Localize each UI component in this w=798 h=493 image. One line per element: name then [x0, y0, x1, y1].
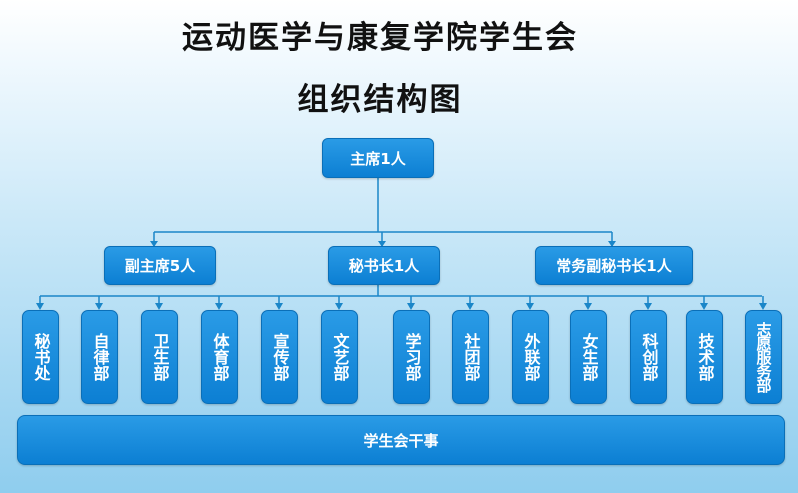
arrow-head [95, 303, 103, 310]
node-department: 文艺部 [321, 310, 358, 404]
node-department: 女生部 [570, 310, 607, 404]
node-department: 技术部 [686, 310, 723, 404]
arrow-head [378, 241, 386, 247]
node-chair: 主席1人 [322, 138, 434, 178]
arrow-head [215, 303, 223, 310]
node-department: 宣传部 [261, 310, 298, 404]
node-department: 秘书处 [22, 310, 59, 404]
node-department: 社团部 [452, 310, 489, 404]
node-department: 自律部 [81, 310, 118, 404]
arrow-head [407, 303, 415, 310]
arrow-head [608, 241, 616, 247]
arrow-head [335, 303, 343, 310]
node-department: 学习部 [393, 310, 430, 404]
node-student-officers: 学生会干事 [17, 415, 785, 465]
node-department: 科创部 [630, 310, 667, 404]
arrow-head [584, 303, 592, 310]
arrow-head [155, 303, 163, 310]
chart-subtitle: 组织结构图 [297, 82, 463, 118]
connector-arrows [36, 241, 767, 310]
node-deputy-secretary: 常务副秘书长1人 [535, 246, 693, 285]
arrow-head [759, 303, 767, 310]
node-department: 外联部 [512, 310, 549, 404]
node-department: 志愿服务部 [745, 310, 782, 404]
arrow-head [150, 241, 158, 247]
arrow-head [700, 303, 708, 310]
arrow-head [526, 303, 534, 310]
arrow-head [466, 303, 474, 310]
arrow-head [36, 303, 44, 310]
node-vice-chair: 副主席5人 [104, 246, 216, 285]
node-secretary-general: 秘书长1人 [328, 246, 440, 285]
node-department: 卫生部 [141, 310, 178, 404]
arrow-head [275, 303, 283, 310]
node-department: 体育部 [201, 310, 238, 404]
chart-title: 运动医学与康复学院学生会 [182, 20, 578, 56]
arrow-head [644, 303, 652, 310]
